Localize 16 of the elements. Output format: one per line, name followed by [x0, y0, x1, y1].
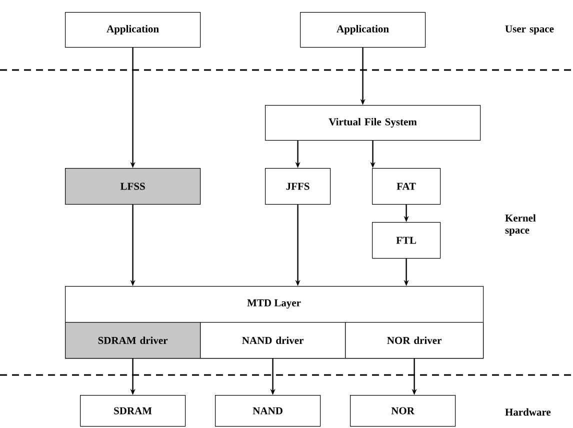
region-label: Kernel space — [505, 214, 536, 236]
process-box: NAND — [215, 395, 321, 427]
shaded-box: LFSS — [65, 168, 201, 205]
process-box: NOR driver — [345, 322, 484, 359]
process-box: NOR — [350, 395, 456, 427]
process-box: JFFS — [265, 168, 331, 205]
process-box: FAT — [372, 168, 441, 205]
region-label: Hardware — [505, 408, 551, 416]
shaded-box: SDRAM driver — [65, 322, 201, 359]
process-box: Virtual File System — [265, 105, 481, 141]
process-box: FTL — [372, 222, 441, 259]
process-box: SDRAM — [80, 395, 186, 427]
process-box: NAND driver — [200, 322, 346, 359]
process-box: Application — [65, 12, 201, 48]
process-box: Application — [300, 12, 426, 48]
region-label: User space — [505, 25, 554, 35]
